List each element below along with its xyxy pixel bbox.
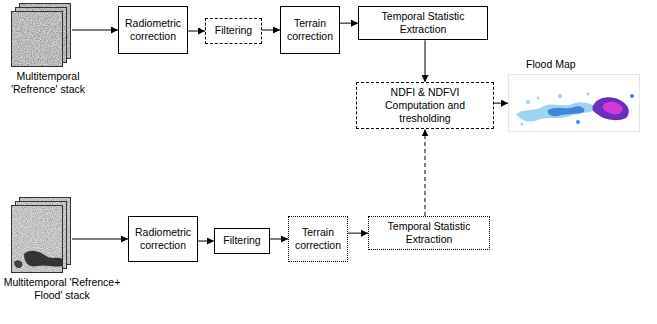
image-caption: Flood Map [508,58,644,71]
sar-frame [11,11,63,67]
flood-speck [576,120,580,124]
process-box: Radiometric correction [118,6,188,54]
flood-area [14,260,22,268]
image-stack [10,2,72,68]
sar-frame-border [12,12,63,67]
flood-speck [558,94,562,98]
sar-frame-border [12,206,63,273]
process-box: Temporal Statistic Extraction [368,216,490,250]
flood-extent [548,106,585,116]
process-label: Temporal Statistic Extraction [373,220,485,246]
flood-area [24,251,62,267]
process-label: NDFI & NDFVI Computation and tresholding [361,86,489,125]
process-box: Terrain correction [280,6,340,54]
image-stack [10,196,72,274]
process-label: Temporal Statistic Extraction [363,10,483,36]
process-label: Terrain correction [285,17,335,43]
process-box: Terrain correction [288,216,348,262]
flood-speck [526,100,530,104]
image-stack-node: Multitemporal 'Refrence' stack [2,2,94,96]
flow-arrow [72,30,118,31]
flood-extent [603,102,623,115]
flow-arrow [340,23,358,24]
process-box: Filtering [205,18,262,44]
flow-arrow [494,103,508,104]
process-label: Radiometric correction [133,226,193,252]
image-caption: Multitemporal 'Refrence' stack [2,70,94,96]
flow-arrow [262,30,280,31]
flood-speck [537,97,540,100]
process-label: Radiometric correction [123,17,183,43]
process-label: Terrain correction [293,226,343,252]
map-frame [509,75,640,132]
process-box: Temporal Statistic Extraction [358,6,488,40]
flood-speck [630,94,634,98]
flood-speck [521,123,524,126]
sar-frame [11,205,63,273]
flow-arrow [198,241,214,242]
image-stack-node: Multitemporal 'Refrence+ Flood' stack [2,196,122,302]
flow-arrow [425,129,426,216]
flood-extent [516,102,598,121]
image-caption: Multitemporal 'Refrence+ Flood' stack [2,276,122,302]
flow-arrow [425,40,426,82]
process-box: Radiometric correction [128,216,198,262]
process-label: Filtering [215,24,252,37]
process-box: NDFI & NDFVI Computation and tresholding [356,82,494,129]
flood-map-node: Flood Map [508,58,644,132]
flood-map-image [508,74,640,132]
process-label: Filtering [223,234,260,247]
flood-extent [592,97,628,120]
flow-arrow [348,233,368,234]
flow-arrow [72,239,128,240]
process-box: Filtering [214,228,270,254]
flow-arrow [188,31,205,32]
flood-speck [587,93,590,96]
flow-arrow [270,239,288,240]
